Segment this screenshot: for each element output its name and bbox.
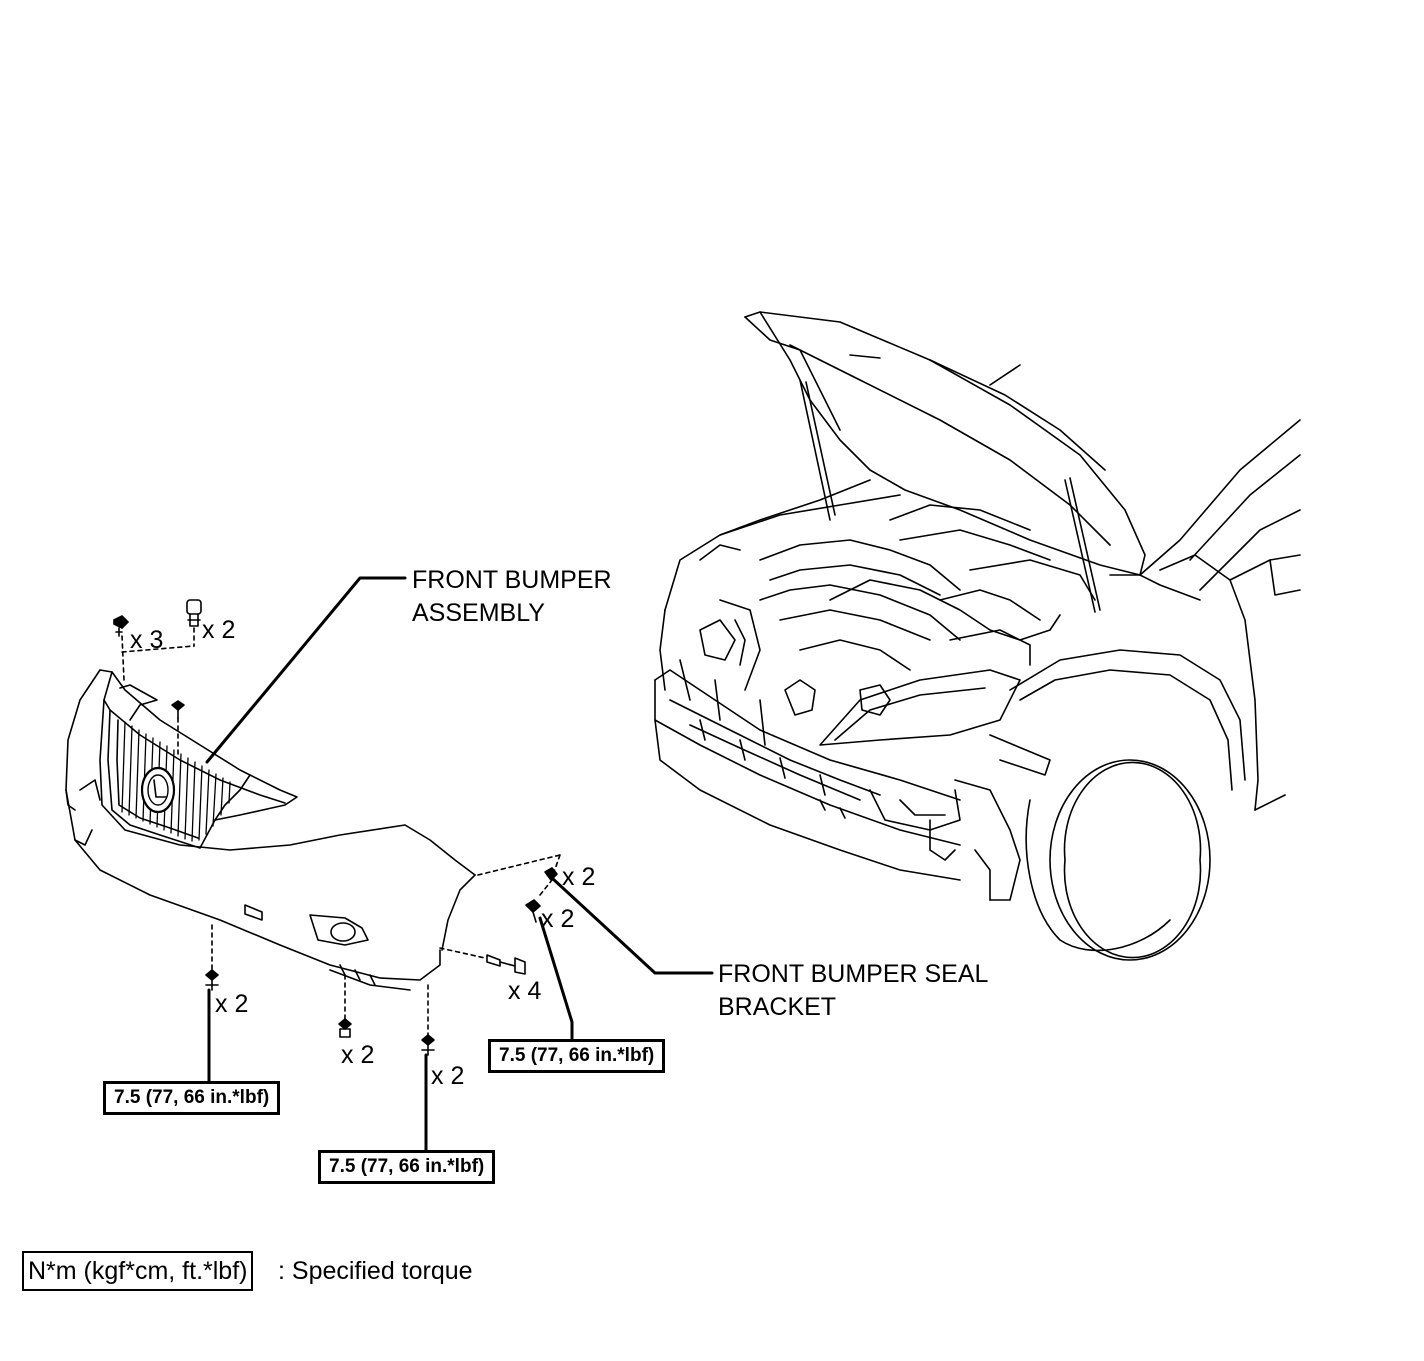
label-line-1: FRONT BUMPER	[412, 566, 612, 594]
quantity-bracket-clip-lower: x 2	[541, 905, 575, 933]
grille-slats	[121, 721, 231, 842]
quantity-side-screw: x 4	[508, 977, 542, 1005]
clip-icon	[113, 615, 129, 637]
grommet-icon	[186, 599, 202, 627]
front-bumper-illustration	[65, 669, 476, 991]
quantity-bracket-clip-upper: x 2	[562, 863, 596, 891]
vehicle-illustration	[654, 311, 1301, 961]
torque-spec-bottom-center: 7.5 (77, 66 in.*lbf)	[318, 1150, 496, 1184]
quantity-clip-top-left: x 3	[130, 626, 164, 654]
leader-lines	[205, 576, 714, 1152]
front-bumper-seal-bracket-label: FRONT BUMPER SEAL BRACKET	[718, 958, 988, 1024]
clip-icon	[171, 700, 185, 719]
torque-spec-bracket: 7.5 (77, 66 in.*lbf)	[488, 1039, 666, 1073]
quantity-screw-bottom-mid: x 2	[341, 1041, 375, 1069]
label-line-1: FRONT BUMPER SEAL	[718, 960, 989, 988]
bolt-icon	[525, 899, 541, 923]
bolt-icon	[205, 969, 219, 991]
front-bumper-assembly-label: FRONT BUMPER ASSEMBLY	[412, 564, 612, 630]
bolt-icon	[421, 1034, 435, 1056]
torque-legend-key: N*m (kgf*cm, ft.*lbf)	[22, 1251, 254, 1291]
quantity-bolt-bottom-right: x 2	[431, 1062, 465, 1090]
label-line-2: ASSEMBLY	[412, 599, 545, 627]
quantity-bolt-bottom-left: x 2	[215, 990, 249, 1018]
fasteners	[113, 599, 561, 1056]
screw-icon	[486, 954, 526, 975]
quantity-clip-top-right: x 2	[202, 616, 236, 644]
torque-legend-text: : Specified torque	[278, 1257, 473, 1285]
label-line-2: BRACKET	[718, 993, 837, 1021]
torque-spec-bottom-left: 7.5 (77, 66 in.*lbf)	[103, 1081, 281, 1115]
screw-icon	[338, 1018, 352, 1038]
